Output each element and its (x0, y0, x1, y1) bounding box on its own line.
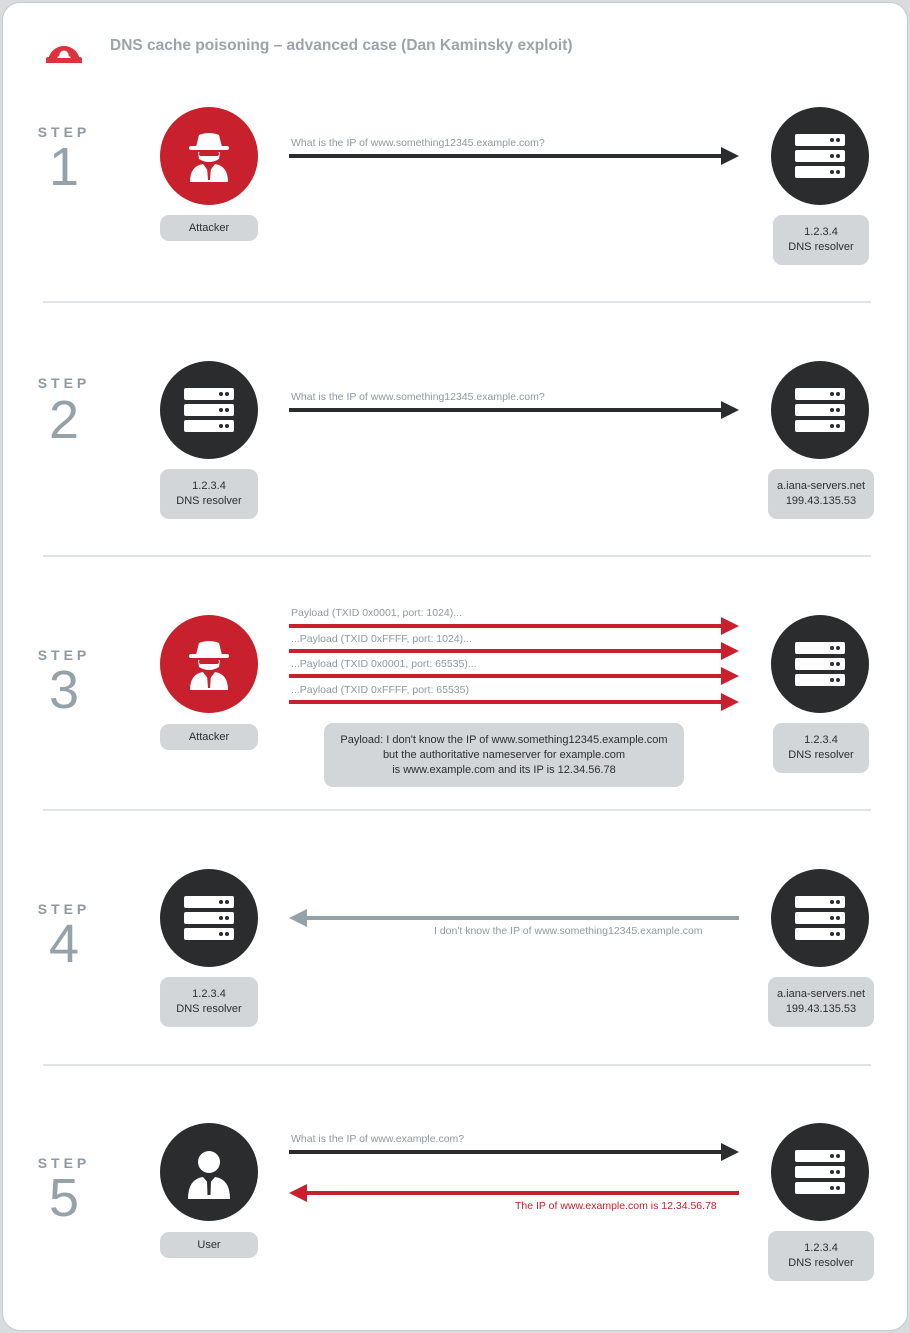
payload-line: Payload: I don't know the IP of www.some… (340, 733, 668, 746)
attacker-tag: Attacker (160, 724, 258, 750)
server-icon (795, 1150, 845, 1194)
server-icon (795, 896, 845, 940)
server-icon (184, 896, 234, 940)
step-divider (43, 1064, 871, 1066)
dns-resolver-tag: 1.2.3.4 DNS resolver (773, 723, 869, 773)
dns-resolver-node (160, 361, 258, 459)
dns-resolver-node (771, 107, 869, 205)
tag-line: Attacker (188, 221, 230, 234)
arrow-left (289, 909, 739, 927)
arrow-right-payload (289, 667, 739, 685)
step-divider (43, 809, 871, 811)
poisoned-response-label: The IP of www.example.com is 12.34.56.78 (515, 1200, 717, 1212)
page-title: DNS cache poisoning – advanced case (Dan… (110, 37, 573, 54)
step-number: 1 (48, 137, 80, 197)
tag-line: DNS resolver (788, 241, 854, 253)
attacker-node (160, 107, 258, 205)
root-server-tag: a.iana-servers.net 199.43.135.53 (768, 977, 874, 1027)
dns-resolver-node (771, 1123, 869, 1221)
payload-line: but the authoritative nameserver for exa… (382, 748, 626, 761)
payload-label: ...Payload (TXID 0xFFFF, port: 65535) (291, 684, 469, 696)
arrow-right-payload (289, 642, 739, 660)
step-number: 4 (48, 914, 80, 974)
arrow-left-poisoned (289, 1184, 739, 1202)
user-tag: User (160, 1232, 258, 1258)
tag-line: DNS resolver (176, 1003, 242, 1015)
attacker-node (160, 615, 258, 713)
payload-content-box: Payload: I don't know the IP of www.some… (324, 723, 684, 787)
step-label: STEP (37, 901, 91, 917)
dns-resolver-tag: 1.2.3.4 DNS resolver (773, 215, 869, 265)
message-label: What is the IP of www.something12345.exa… (291, 391, 545, 403)
tag-line: 199.43.135.53 (785, 495, 857, 507)
step-divider (43, 301, 871, 303)
arrow-right (289, 147, 739, 165)
tag-line: a.iana-servers.net (776, 988, 866, 1000)
tag-line: 1.2.3.4 (192, 988, 226, 1000)
step-label: STEP (37, 647, 91, 663)
user-node (160, 1123, 258, 1221)
step-number: 2 (48, 390, 80, 450)
step-number: 3 (48, 660, 80, 720)
message-label: What is the IP of www.example.com? (291, 1133, 465, 1145)
tag-line: 1.2.3.4 (804, 1242, 838, 1254)
tag-line: 1.2.3.4 (192, 480, 226, 492)
root-server-node (771, 869, 869, 967)
arrow-right-payload (289, 693, 739, 711)
dns-resolver-tag: 1.2.3.4 DNS resolver (768, 1231, 874, 1281)
step-label: STEP (37, 124, 91, 140)
tag-line: 1.2.3.4 (804, 226, 838, 238)
payload-label: Payload (TXID 0x0001, port: 1024)... (291, 607, 463, 619)
dns-resolver-node (160, 869, 258, 967)
message-label: I don't know the IP of www.something1234… (434, 925, 703, 937)
root-server-tag: a.iana-servers.net 199.43.135.53 (768, 469, 874, 519)
spy-icon (189, 641, 229, 690)
server-icon (184, 388, 234, 432)
server-icon (795, 642, 845, 686)
dns-resolver-tag: 1.2.3.4 DNS resolver (160, 977, 258, 1027)
root-server-node (771, 361, 869, 459)
tag-line: DNS resolver (788, 749, 854, 761)
spy-icon (189, 133, 229, 182)
server-icon (795, 134, 845, 178)
message-label: What is the IP of www.something12345.exa… (291, 137, 545, 149)
step-label: STEP (37, 375, 91, 391)
payload-label: ...Payload (TXID 0x0001, port: 65535)... (291, 658, 477, 670)
dns-resolver-tag: 1.2.3.4 DNS resolver (160, 469, 258, 519)
user-icon (188, 1151, 230, 1199)
arrow-right (289, 1143, 739, 1161)
step-label: STEP (37, 1155, 91, 1171)
server-icon (795, 388, 845, 432)
tag-line: DNS resolver (788, 1257, 854, 1269)
dns-resolver-node (771, 615, 869, 713)
logo-icon (46, 46, 82, 63)
tag-line: User (197, 1238, 221, 1251)
tag-line: a.iana-servers.net (776, 480, 866, 492)
payload-line: is www.example.com and its IP is 12.34.5… (392, 763, 616, 776)
step-divider (43, 555, 871, 557)
attacker-tag: Attacker (160, 215, 258, 241)
arrow-right-payload (289, 617, 739, 635)
tag-line: DNS resolver (176, 495, 242, 507)
step-number: 5 (48, 1168, 80, 1228)
tag-line: 1.2.3.4 (804, 734, 838, 746)
tag-line: Attacker (188, 730, 230, 743)
payload-label: ...Payload (TXID 0xFFFF, port: 1024)... (291, 633, 472, 645)
tag-line: 199.43.135.53 (785, 1003, 857, 1015)
arrow-right (289, 401, 739, 419)
